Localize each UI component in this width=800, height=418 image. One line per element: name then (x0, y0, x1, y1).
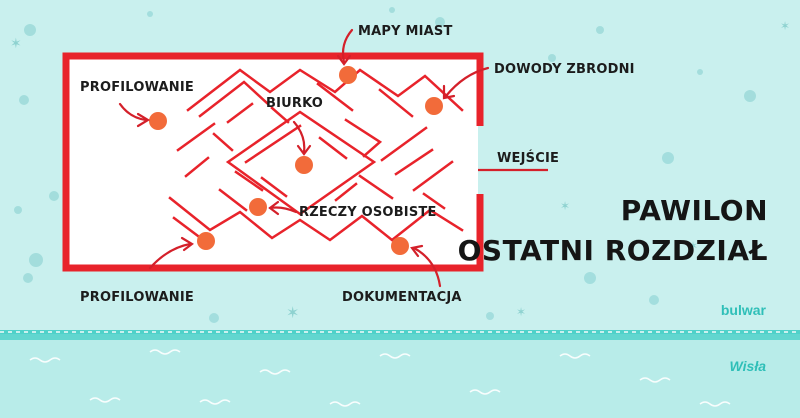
pavilion-title-line2: OSTATNI ROZDZIAŁ (457, 234, 768, 267)
dot-mapy-miast (339, 66, 357, 84)
label-wejscie: WEJŚCIE (497, 151, 560, 166)
label-dowody-zbrodni: DOWODY ZBRODNI (494, 62, 635, 77)
pavilion-floor (68, 58, 478, 268)
exhibit-dots (149, 66, 443, 255)
dot-profilowanie-bottom (197, 232, 215, 250)
svg-text:✶: ✶ (10, 35, 22, 51)
dot-dowody-zbrodni (425, 97, 443, 115)
dot-biurko (295, 156, 313, 174)
label-rzeczy-osobiste: RZECZY OSOBISTE (299, 205, 437, 220)
dot-rzeczy-osobiste (249, 198, 267, 216)
svg-text:✶: ✶ (780, 19, 790, 33)
svg-text:✶: ✶ (688, 239, 698, 253)
river (0, 330, 800, 418)
svg-text:✶: ✶ (560, 199, 570, 213)
maze-walls (168, 68, 464, 242)
label-wisla: Wisła (729, 358, 766, 374)
background-decorations (14, 7, 756, 323)
pavilion-outer-wall (62, 52, 484, 272)
pavilion-title-line1: PAWILON (620, 194, 768, 227)
svg-text:✶: ✶ (286, 305, 299, 322)
pointer-arrows (118, 28, 490, 288)
svg-text:✶: ✶ (516, 305, 526, 319)
label-profilowanie-top: PROFILOWANIE (80, 80, 194, 95)
dot-profilowanie-top (149, 112, 167, 130)
label-biurko: BIURKO (266, 96, 324, 111)
label-profilowanie-bottom: PROFILOWANIE (80, 290, 194, 305)
label-dokumentacja: DOKUMENTACJA (342, 290, 462, 305)
background-stars: ✶ ✶ ✶ ✶ ✶ ✶ (10, 19, 790, 322)
label-mapy-miast: MAPY MIAST (358, 24, 453, 39)
dot-dokumentacja (391, 237, 409, 255)
label-bulwar: bulwar (720, 302, 766, 318)
